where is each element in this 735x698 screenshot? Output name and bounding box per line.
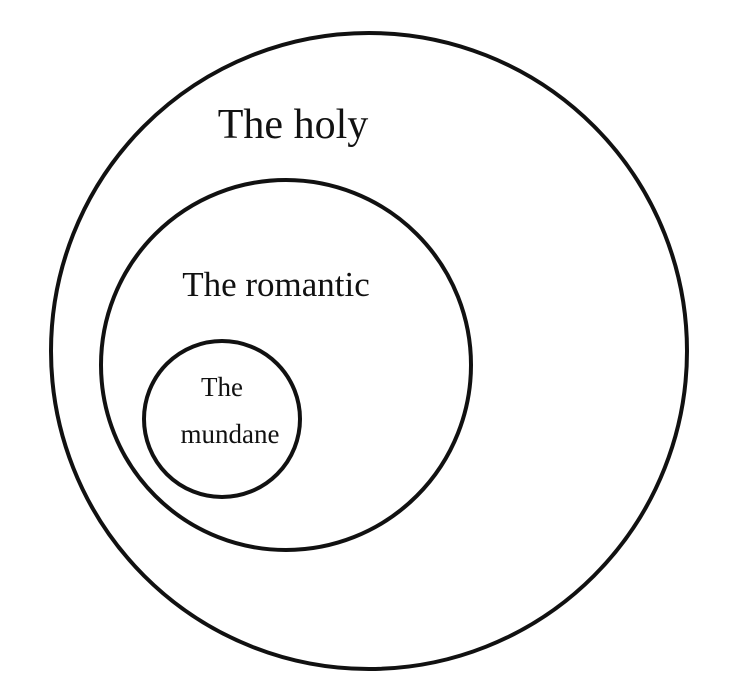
label-mundane-line-1: The: [201, 372, 243, 402]
label-holy: The holy: [218, 102, 368, 148]
label-romantic: The romantic: [182, 265, 370, 304]
circle-holy: [49, 31, 689, 671]
label-mundane-line-2: mundane: [181, 419, 280, 449]
circle-mundane: [142, 339, 302, 499]
circle-romantic: [99, 178, 473, 552]
